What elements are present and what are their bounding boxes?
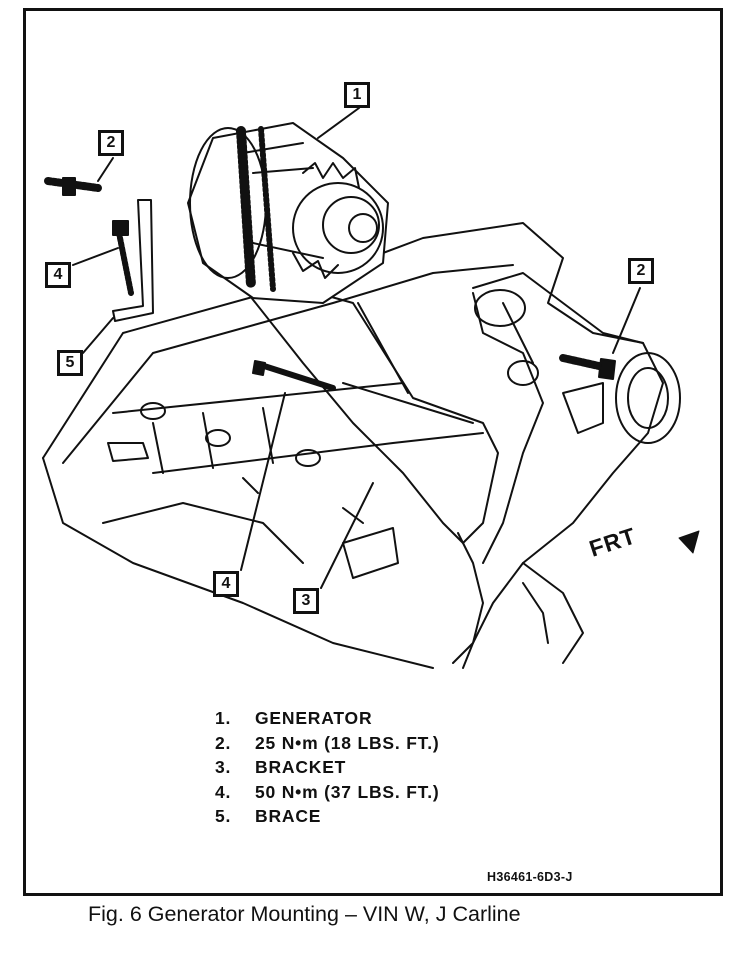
generator-body [187, 122, 389, 304]
engine-line-drawing [42, 107, 700, 669]
figure-frame [23, 8, 723, 896]
legend-item: 2. 25 N•m (18 LBS. FT.) [215, 731, 440, 756]
legend-number: 1. [215, 708, 232, 728]
legend-text: BRACE [255, 806, 322, 826]
callout-5-brace: 5 [57, 350, 83, 376]
callout-4-bolt-bottom: 4 [213, 571, 239, 597]
legend-number: 3. [215, 757, 232, 777]
legend-item: 3. BRACKET [215, 755, 440, 780]
legend-text: GENERATOR [255, 708, 373, 728]
long-bolt [258, 362, 336, 391]
legend-item: 4. 50 N•m (37 LBS. FT.) [215, 780, 440, 805]
figure-caption: Fig. 6 Generator Mounting – VIN W, J Car… [88, 902, 521, 926]
reference-code: H36461-6D3-J [487, 870, 573, 884]
legend-text: BRACKET [255, 757, 347, 777]
legend-text: 50 N•m (37 LBS. FT.) [255, 781, 440, 802]
callout-2-bolt-left: 2 [98, 130, 124, 156]
legend-item: 5. BRACE [215, 804, 440, 829]
callout-1-generator: 1 [344, 82, 370, 108]
legend-item: 1. GENERATOR [215, 706, 440, 731]
callout-4-bolt-top: 4 [45, 262, 71, 288]
legend-text: 25 N•m (18 LBS. FT.) [255, 732, 440, 753]
legend-number: 5. [215, 806, 232, 826]
parts-legend: 1. GENERATOR 2. 25 N•m (18 LBS. FT.) 3. … [215, 706, 440, 829]
callout-2-bolt-right: 2 [628, 258, 654, 284]
callout-3-bracket: 3 [293, 588, 319, 614]
brace-outline [112, 199, 154, 322]
engine-block [42, 222, 664, 669]
legend-number: 4. [215, 781, 232, 802]
legend-number: 2. [215, 732, 232, 753]
